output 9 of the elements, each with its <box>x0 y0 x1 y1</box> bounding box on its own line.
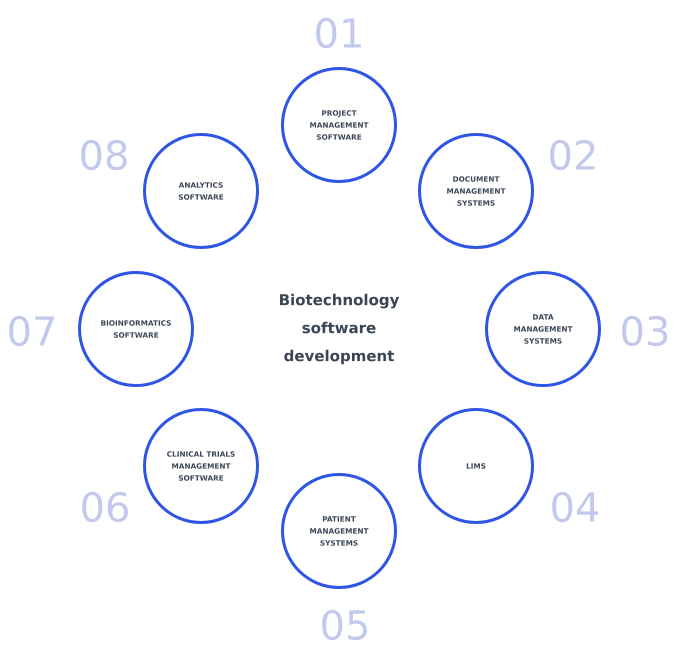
step-number: 08 <box>81 140 127 170</box>
step-number: 07 <box>9 316 54 346</box>
step-number: 05 <box>322 610 367 640</box>
step-number: 02 <box>550 140 594 170</box>
step-number: 03 <box>622 316 668 346</box>
step-number: 01 <box>316 18 361 48</box>
step-number: 04 <box>552 492 598 522</box>
step-number: 06 <box>82 492 128 522</box>
center-title: Biotechnology software development <box>280 294 400 364</box>
